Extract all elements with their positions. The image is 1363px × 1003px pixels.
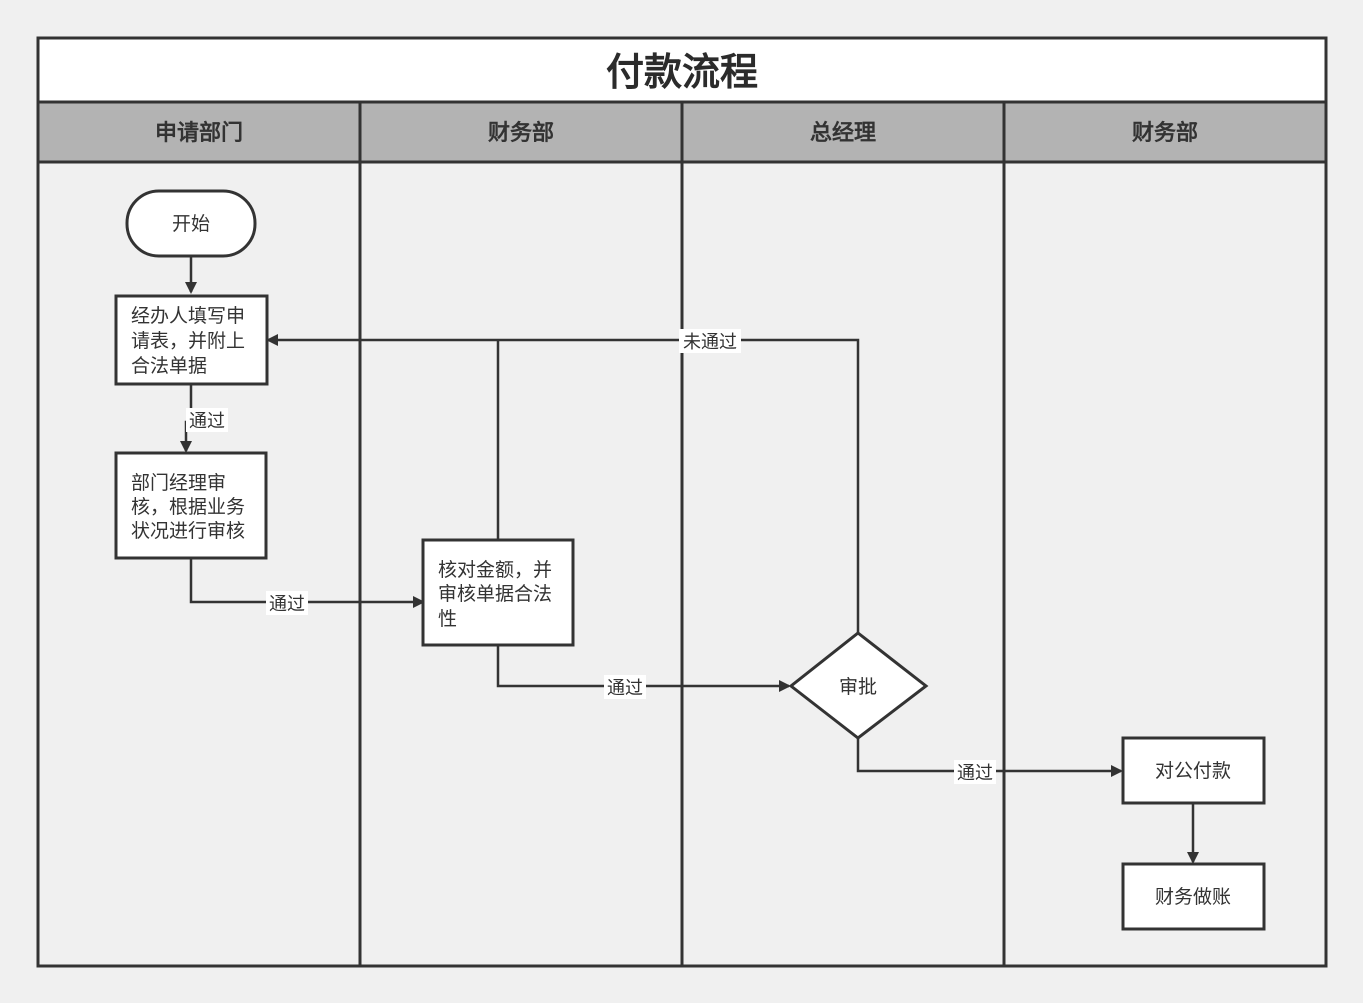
node-pay-label: 对公付款 — [1155, 760, 1231, 782]
process-shape — [421, 538, 575, 647]
process-shape — [114, 294, 269, 386]
edge-label-bg — [954, 760, 996, 784]
lane-header-finance-2: 财务部 — [1132, 120, 1198, 146]
edge-label-bg — [679, 329, 741, 353]
edge-approve-reject — [266, 334, 860, 633]
node-approve: 审批 — [788, 631, 929, 740]
node-verify-line-1: 核对金额，并 — [438, 559, 552, 581]
title-band — [36, 36, 1328, 104]
node-pay: 对公付款 — [1121, 736, 1266, 805]
edge-label-bg — [266, 591, 308, 615]
node-fill-form-line-2: 请表，并附上 — [131, 330, 245, 352]
diagram-title: 付款流程 — [606, 50, 758, 94]
node-dept-review: 部门经理审 核，根据业务 状况进行审核 — [114, 451, 268, 560]
edge-label-verify-to-approve: 通过 — [607, 678, 643, 699]
node-fill-form-line-3: 合法单据 — [131, 355, 207, 377]
edge-approve-to-pay — [856, 738, 1123, 777]
node-start-label: 开始 — [172, 213, 210, 235]
node-bookkeeping-label: 财务做账 — [1155, 886, 1231, 908]
edge-label-bg — [186, 408, 228, 432]
node-verify-line-2: 审核单据合法 — [438, 583, 552, 605]
node-fill-form-line-1: 经办人填写申 — [131, 305, 245, 327]
node-dept-review-line-2: 核，根据业务 — [131, 496, 245, 518]
node-bookkeeping: 财务做账 — [1121, 862, 1266, 931]
edge-label-review-to-verify: 通过 — [269, 594, 305, 615]
lane-header-finance: 财务部 — [488, 120, 554, 146]
edge-label-fill-to-review: 通过 — [189, 411, 225, 432]
node-approve-label: 审批 — [839, 676, 877, 698]
process-shape — [1121, 736, 1266, 805]
node-verify: 核对金额，并 审核单据合法 性 — [421, 538, 575, 647]
edge-review-to-verify — [189, 558, 425, 608]
lane-header-general-manager: 总经理 — [810, 120, 876, 146]
lane-header-applicant: 申请部门 — [155, 120, 243, 146]
process-shape — [1121, 862, 1266, 931]
edge-verify-to-approve — [496, 645, 791, 692]
edge-label-approve-reject: 未通过 — [683, 332, 737, 353]
process-shape — [114, 451, 268, 560]
node-dept-review-line-1: 部门经理审 — [131, 472, 226, 494]
edge-label-approve-to-pay: 通过 — [957, 763, 993, 784]
edge-label-bg — [604, 675, 646, 699]
node-verify-line-3: 性 — [438, 608, 457, 630]
decision-shape — [788, 631, 929, 740]
node-dept-review-line-3: 状况进行审核 — [131, 520, 245, 542]
node-fill-form: 经办人填写申 请表，并附上 合法单据 — [114, 294, 269, 386]
node-start: 开始 — [125, 189, 257, 258]
terminator-shape — [125, 189, 257, 258]
